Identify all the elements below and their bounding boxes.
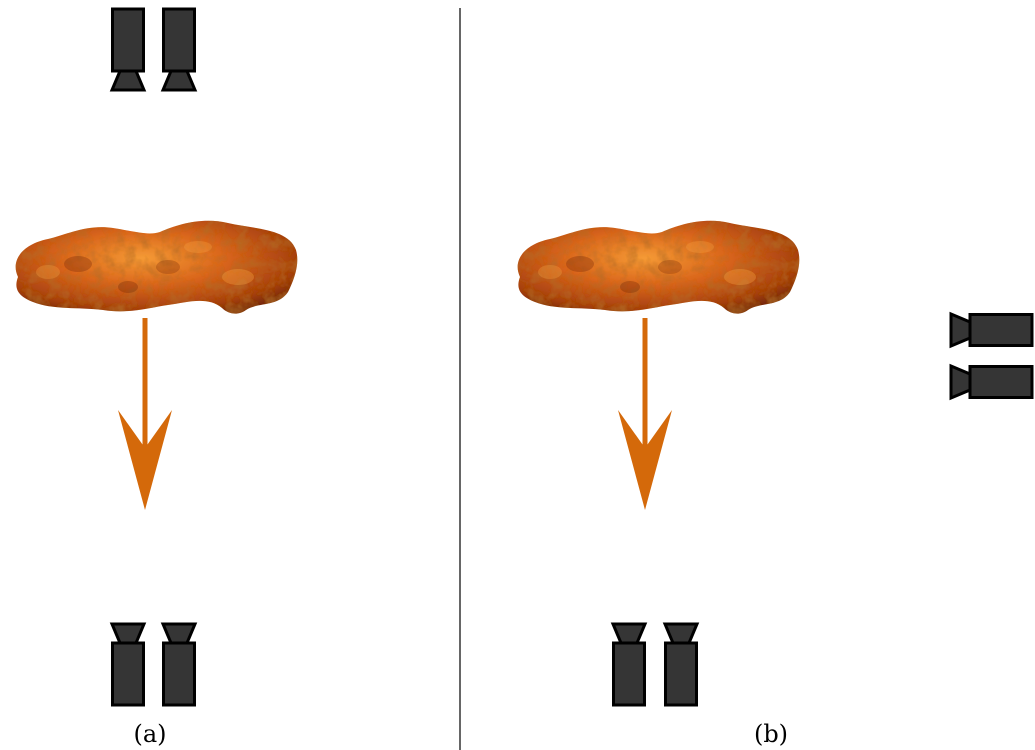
fried-food-icon xyxy=(16,221,298,314)
down-arrow-icon xyxy=(118,318,172,510)
video-camera-icon xyxy=(161,622,197,707)
panel-a: (a) xyxy=(16,7,298,748)
video-camera-icon xyxy=(663,622,699,707)
video-camera-icon xyxy=(949,364,1034,400)
bottom-camera-pair xyxy=(110,622,197,707)
video-camera-icon xyxy=(161,7,197,92)
video-camera-icon xyxy=(110,7,146,92)
video-camera-icon xyxy=(110,622,146,707)
side-camera-pair xyxy=(949,312,1034,400)
panel-label-b: (b) xyxy=(754,720,788,748)
panel-b: (b) xyxy=(518,221,1034,748)
fried-food-icon xyxy=(518,221,800,314)
down-arrow-icon xyxy=(618,318,672,510)
bottom-camera-pair xyxy=(611,622,699,707)
panel-label-a: (a) xyxy=(133,720,166,748)
video-camera-icon xyxy=(611,622,647,707)
video-camera-icon xyxy=(949,312,1034,348)
top-camera-pair xyxy=(110,7,197,92)
